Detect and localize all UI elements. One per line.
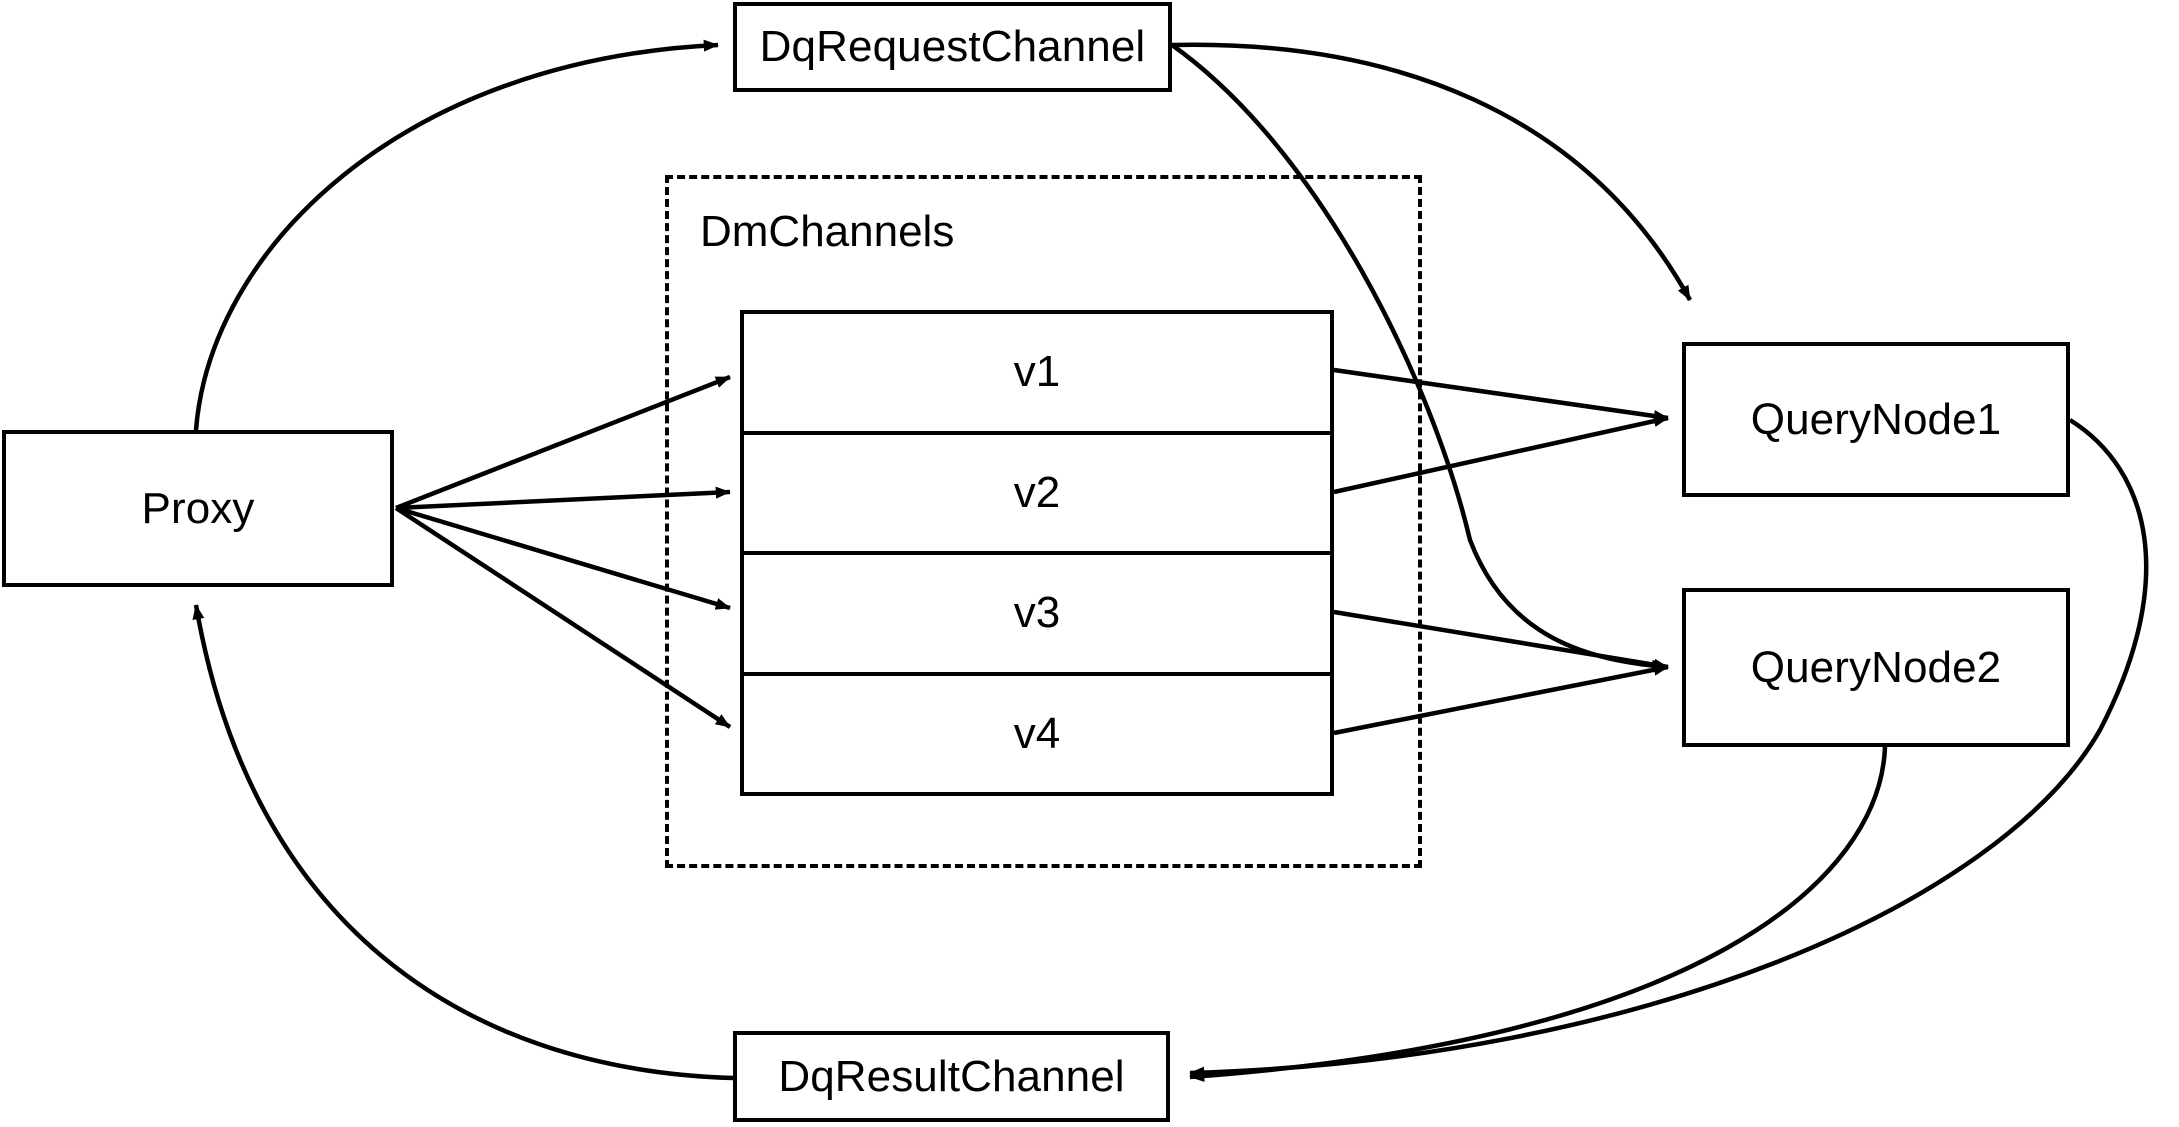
node-query-node-2-label: QueryNode2 <box>1750 642 2002 692</box>
edge-query-node-1-to-dq-result-channel <box>1189 418 2149 1079</box>
edge-v4-to-query-node-2 <box>1333 663 1669 736</box>
node-query-node-2[interactable]: QueryNode2 <box>1682 588 2070 747</box>
node-dq-result-channel[interactable]: DqResultChannel <box>733 1031 1170 1122</box>
dm-channel-row-v2-label: v2 <box>1013 467 1061 517</box>
dm-channel-row-v4-label: v4 <box>1013 708 1061 758</box>
dm-channel-row-v1[interactable]: v1 <box>744 314 1330 435</box>
edge-v1-to-query-node-1 <box>1333 367 1669 422</box>
node-proxy-label: Proxy <box>141 483 255 533</box>
dm-channel-row-v2[interactable]: v2 <box>744 435 1330 555</box>
edge-proxy-to-v3 <box>395 505 731 611</box>
node-query-node-1[interactable]: QueryNode1 <box>1682 342 2070 497</box>
edge-dq-request-channel-to-query-node-2 <box>1170 43 1667 672</box>
node-dq-request-channel[interactable]: DqRequestChannel <box>733 2 1172 92</box>
edge-dq-result-channel-to-proxy <box>192 604 734 1081</box>
dm-channel-row-v3[interactable]: v3 <box>744 555 1330 676</box>
edge-proxy-to-v1 <box>395 374 731 511</box>
dm-channel-row-v1-label: v1 <box>1013 347 1061 397</box>
edge-dq-request-channel-to-query-node-1 <box>1171 42 1692 302</box>
dm-channels-label: DmChannels <box>700 207 955 256</box>
node-dq-result-channel-label: DqResultChannel <box>778 1051 1125 1101</box>
node-proxy[interactable]: Proxy <box>2 430 394 587</box>
node-dq-request-channel-label: DqRequestChannel <box>759 22 1146 71</box>
node-query-node-1-label: QueryNode1 <box>1750 394 2002 444</box>
edge-proxy-to-dq-request-channel <box>193 39 719 431</box>
dm-channels-group <box>665 175 1422 868</box>
edge-proxy-to-v2 <box>395 486 731 511</box>
edge-query-node-2-to-dq-result-channel <box>1189 746 1888 1082</box>
dm-channel-row-v3-label: v3 <box>1013 588 1061 638</box>
edge-v3-to-query-node-2 <box>1333 609 1669 671</box>
dm-channels-table: v1 v2 v3 v4 <box>740 310 1334 796</box>
edge-v2-to-query-node-1 <box>1333 415 1669 495</box>
dm-channel-row-v4[interactable]: v4 <box>744 676 1330 793</box>
edge-proxy-to-v4 <box>394 506 732 729</box>
